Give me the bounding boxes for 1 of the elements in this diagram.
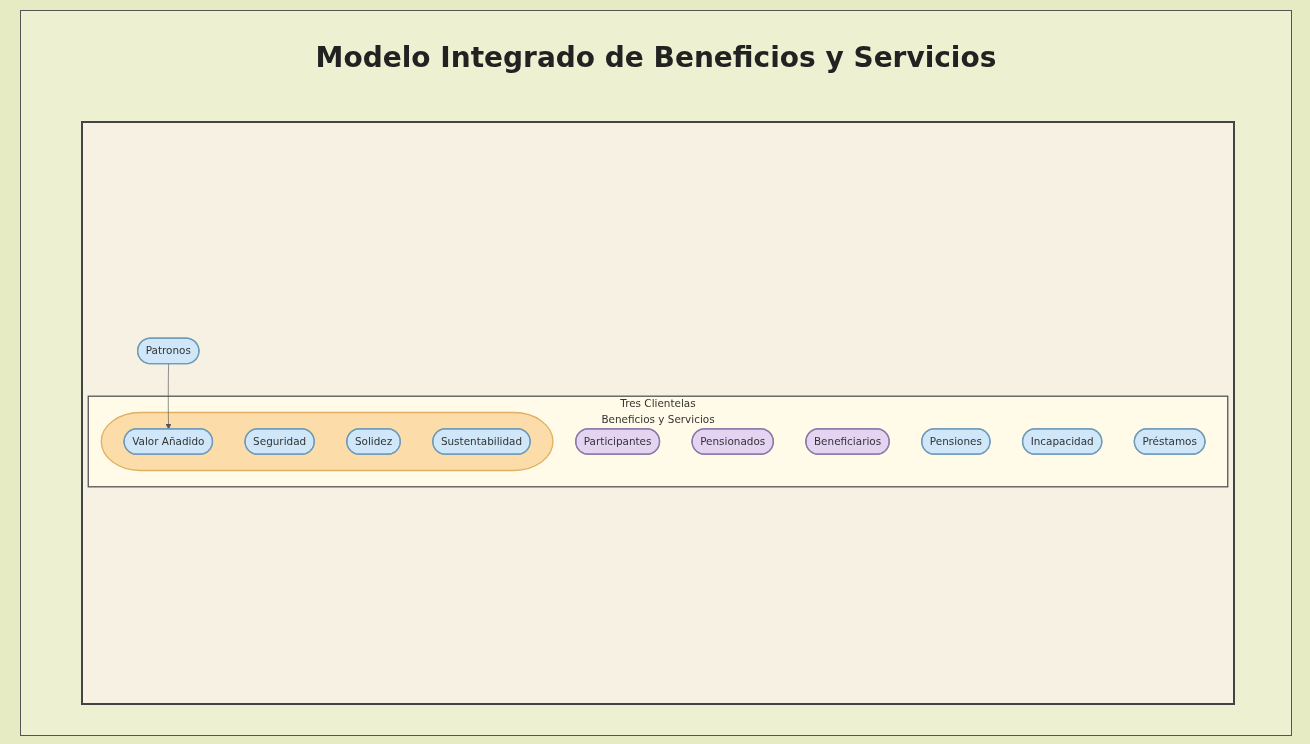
diagram-title: Modelo Integrado de Beneficios y Servicios: [315, 41, 997, 74]
